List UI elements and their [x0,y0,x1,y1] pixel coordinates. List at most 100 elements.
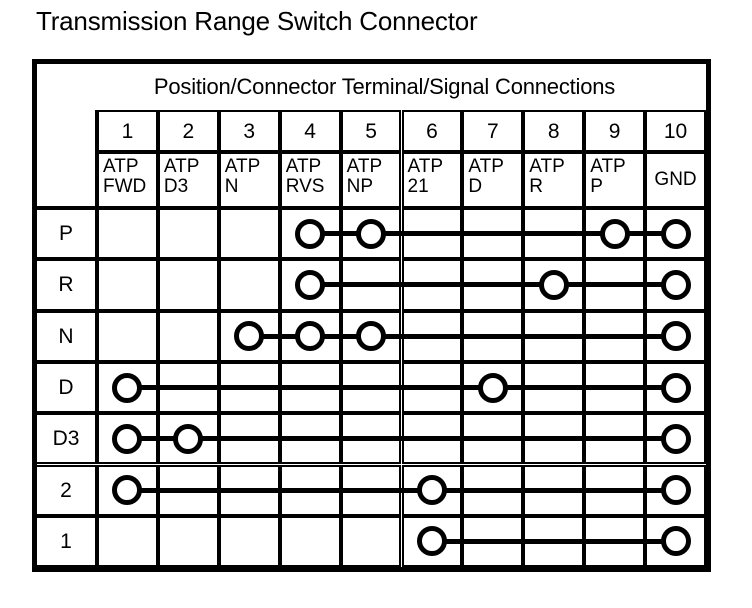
signal-name-line2: R [529,176,544,197]
matrix-cell-D3-6 [401,413,463,465]
matrix-cell-N-2 [157,310,219,362]
matrix-cell-N-3 [218,310,280,362]
matrix-cell-D3-7 [462,413,524,465]
signal-name-line2: P [590,176,603,197]
terminal-number-cell-1: 1 [97,110,158,152]
matrix-cell-D3-8 [523,413,585,465]
connector-chart-frame: Position/Connector Terminal/Signal Conne… [32,59,711,572]
signal-name-line1: ATP [346,156,383,177]
matrix-cell-R-1 [97,259,158,311]
signal-name-line1: ATP [285,156,322,177]
position-label-cell-R: R [37,259,97,311]
matrix-cell-2-8 [523,464,585,516]
matrix-cell-N-4 [279,310,341,362]
matrix-cell-D-2 [157,361,219,414]
position-label-cell-D3: D3 [37,413,97,465]
matrix-cell-R-6 [401,259,463,311]
matrix-cell-2-6 [401,464,463,516]
terminal-number-cell-2: 2 [157,110,219,152]
position-label: D3 [52,427,80,451]
matrix-cell-D-8 [523,361,585,414]
page-title: Transmission Range Switch Connector [36,6,478,36]
matrix-cell-D3-10 [645,413,706,465]
terminal-number-cell-8: 8 [523,110,585,152]
matrix-cell-R-8 [523,259,585,311]
position-label: 2 [60,478,72,502]
terminal-number-cell-6: 6 [401,110,463,152]
terminal-number-cell-9: 9 [584,110,646,152]
signal-name-line2: D3 [163,176,189,197]
signal-name-line2: D [468,176,483,197]
terminal-number-label: 1 [121,119,134,143]
matrix-cell-D-10 [645,361,706,414]
signal-name-line2: NP [346,176,373,197]
terminal-number-label: 8 [547,119,560,143]
terminal-number-label: 9 [608,119,621,143]
position-label-cell-D: D [37,361,97,414]
position-label-cell-1: 1 [37,515,97,568]
matrix-cell-R-7 [462,259,524,311]
signal-name-line2: 21 [407,176,429,197]
matrix-cell-P-3 [218,208,280,260]
matrix-cell-D-5 [340,361,402,414]
terminal-signal-cell-10: GND [645,152,706,208]
matrix-cell-P-6 [401,208,463,260]
terminal-number-cell-10: 10 [645,110,706,152]
matrix-cell-1-2 [157,515,219,568]
matrix-cell-2-1 [97,464,158,516]
matrix-cell-D-6 [401,361,463,414]
matrix-cell-2-10 [645,464,706,516]
chart-banner: Position/Connector Terminal/Signal Conne… [37,64,706,110]
signal-name-line1: ATP [407,156,444,177]
matrix-cell-R-9 [584,259,646,311]
terminal-number-label: 4 [304,119,316,143]
matrix-cell-R-4 [279,259,341,311]
matrix-cell-R-3 [218,259,280,311]
matrix-cell-1-5 [340,515,402,568]
terminal-number-label: 5 [365,119,377,143]
terminal-number-label: 2 [182,119,195,143]
signal-name-line1: ATP [163,156,200,177]
position-label: 1 [60,529,72,553]
matrix-cell-1-4 [279,515,341,568]
matrix-cell-P-2 [157,208,219,260]
chart-banner-label: Position/Connector Terminal/Signal Conne… [153,74,616,99]
signal-name-line1: ATP [468,156,504,177]
matrix-cell-2-4 [279,464,341,516]
terminal-number-cell-3: 3 [218,110,280,152]
matrix-cell-2-7 [462,464,524,516]
matrix-cell-D3-1 [97,413,158,465]
matrix-cell-N-10 [645,310,706,362]
position-label: N [58,324,74,348]
matrix-cell-1-7 [462,515,524,568]
terminal-number-label: 6 [426,119,438,143]
matrix-cell-R-2 [157,259,219,311]
terminal-number-label: 3 [243,119,256,143]
matrix-cell-D-9 [584,361,646,414]
matrix-cell-2-5 [340,464,402,516]
terminal-number-cell-7: 7 [462,110,524,152]
matrix-cell-R-10 [645,259,706,311]
matrix-cell-P-4 [279,208,341,260]
matrix-cell-1-1 [97,515,158,568]
matrix-cell-D3-3 [218,413,280,465]
signal-name-line1: ATP [590,156,626,177]
position-label-cell-N: N [37,310,97,362]
matrix-cell-1-8 [523,515,585,568]
matrix-cell-1-3 [218,515,280,568]
matrix-cell-P-8 [523,208,585,260]
matrix-cell-2-9 [584,464,646,516]
matrix-cell-D3-2 [157,413,219,465]
position-label-cell-P: P [37,208,97,260]
matrix-cell-N-7 [462,310,524,362]
matrix-cell-D-7 [462,361,524,414]
matrix-cell-1-6 [401,515,463,568]
